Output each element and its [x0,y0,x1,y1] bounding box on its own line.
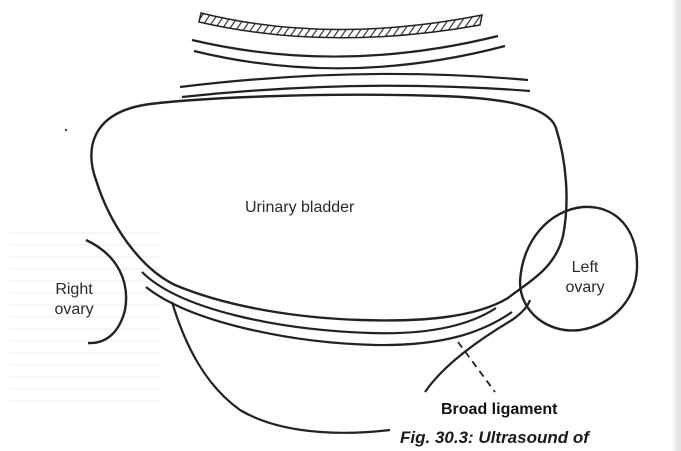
posterior-wall-line-1 [142,272,496,333]
broad-ligament-pointer [458,342,495,392]
label-urinary-bladder: Urinary bladder [245,198,354,218]
pelvic-wall-curve [425,300,530,392]
figure-caption: Fig. 30.3: Ultrasound of [400,428,589,448]
scan-speck [65,129,67,131]
uterus-lower-curve [172,302,390,433]
label-right-ovary: Right ovary [40,280,108,320]
abdominal-wall-line-1 [192,36,498,57]
skin-hatched-band [199,13,482,38]
label-broad-ligament: Broad ligament [441,400,557,420]
label-left-ovary: Left ovary [555,258,615,298]
